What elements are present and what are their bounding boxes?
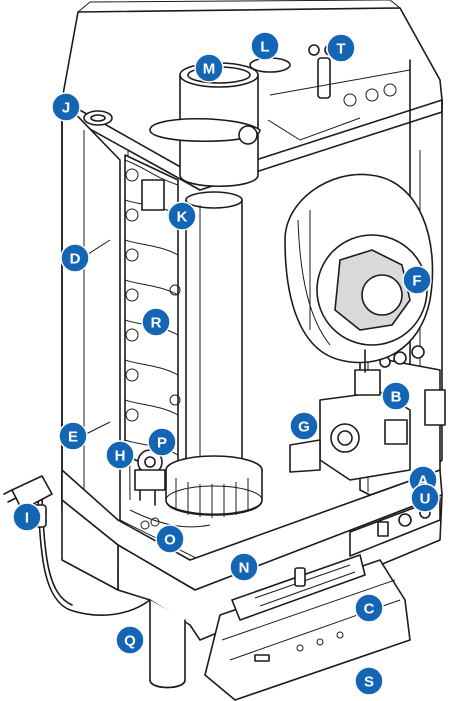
label-badge-circle <box>155 524 185 554</box>
label-badge-text: N <box>239 560 250 577</box>
label-badge-g: G <box>289 411 319 441</box>
flue-pipe <box>165 62 263 518</box>
label-badge-circle <box>289 411 319 441</box>
label-badge-circle <box>60 243 90 273</box>
label-badge-text: R <box>151 315 162 332</box>
label-badge-k: K <box>167 201 197 231</box>
label-badge-text: F <box>412 273 421 290</box>
label-badge-circle <box>115 625 145 655</box>
gas-valve <box>289 349 446 481</box>
label-badge-circle <box>105 440 135 470</box>
label-badge-f: F <box>402 265 432 295</box>
label-badge-s: S <box>354 666 384 696</box>
label-badge-circle <box>402 265 432 295</box>
label-badge-n: N <box>229 552 259 582</box>
label-badge-text: B <box>391 389 402 406</box>
label-badge-u: U <box>410 483 440 513</box>
label-badge-text: C <box>364 601 375 618</box>
label-badge-text: P <box>157 435 167 452</box>
label-badge-c: C <box>354 593 384 623</box>
label-badge-circle <box>250 31 280 61</box>
label-badge-text: J <box>62 100 70 117</box>
label-badge-text: Q <box>124 633 136 650</box>
label-badge-circle <box>326 33 356 63</box>
label-badge-text: K <box>177 209 188 226</box>
label-badge-i: I <box>12 502 42 532</box>
label-badge-m: M <box>194 53 224 83</box>
label-badge-l: L <box>250 31 280 61</box>
label-badge-circle <box>141 307 171 337</box>
label-badge-t: T <box>326 33 356 63</box>
label-badge-text: I <box>25 510 29 527</box>
label-badge-b: B <box>381 381 411 411</box>
label-badge-text: U <box>420 491 431 508</box>
label-badge-circle <box>410 483 440 513</box>
label-badge-d: D <box>60 243 90 273</box>
label-badge-circle <box>354 666 384 696</box>
label-badge-circle <box>354 593 384 623</box>
label-badge-text: G <box>298 419 310 436</box>
label-badge-q: Q <box>115 625 145 655</box>
label-badge-j: J <box>51 92 81 122</box>
label-badge-text: D <box>70 251 81 268</box>
label-badge-text: L <box>260 39 269 56</box>
label-badge-circle <box>12 502 42 532</box>
label-badge-text: S <box>364 674 374 691</box>
label-badge-circle <box>194 53 224 83</box>
label-badge-text: T <box>336 41 345 58</box>
label-badge-text: E <box>68 429 78 446</box>
label-badge-circle <box>229 552 259 582</box>
label-badge-text: H <box>115 448 126 465</box>
label-badge-r: R <box>141 307 171 337</box>
label-badge-circle <box>381 381 411 411</box>
label-badge-text: M <box>203 61 216 78</box>
bottom-pipe <box>149 599 186 689</box>
label-badges: A B C D E F G H I J K L M N O P Q R S T U <box>12 31 440 696</box>
label-badge-circle <box>167 201 197 231</box>
label-badge-text: A <box>418 473 429 490</box>
label-badge-h: H <box>105 440 135 470</box>
label-badge-circle <box>58 421 88 451</box>
control-flap <box>204 554 411 701</box>
top-fittings <box>83 44 411 145</box>
fan <box>284 173 434 364</box>
label-badge-text: O <box>164 532 176 549</box>
control-base <box>61 345 443 641</box>
label-badge-e: E <box>58 421 88 451</box>
label-badge-p: P <box>147 427 177 457</box>
label-badge-o: O <box>155 524 185 554</box>
label-badge-circle <box>147 427 177 457</box>
label-badge-circle <box>51 92 81 122</box>
